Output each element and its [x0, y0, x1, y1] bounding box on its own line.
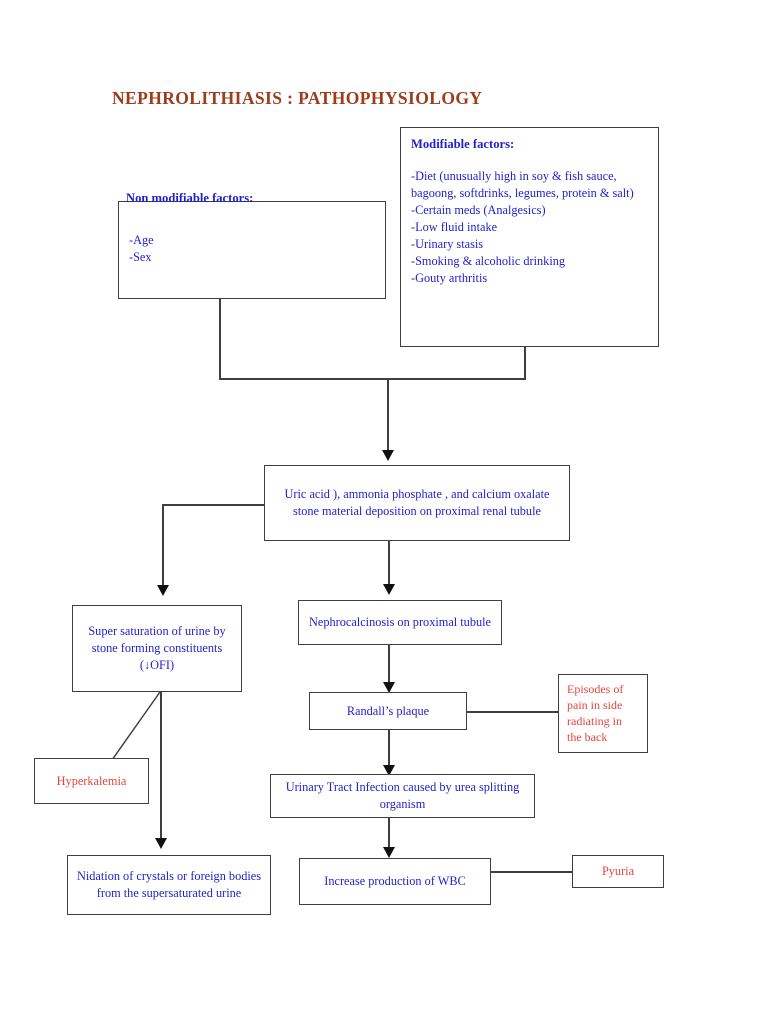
connector-randalls-down: [388, 730, 390, 766]
connector-deposition-left-drop: [162, 504, 164, 586]
connector-supersaturation-down: [160, 692, 162, 840]
node-nidation[interactable]: Nidation of crystals or foreign bodies f…: [67, 855, 271, 915]
node-increase-wbc[interactable]: Increase production of WBC: [299, 858, 491, 905]
connector-deposition-down: [388, 541, 390, 585]
node-supersaturation-label: Super saturation of urine by stone formi…: [88, 624, 226, 672]
node-randalls-plaque[interactable]: Randall’s plaque: [309, 692, 467, 730]
modifiable-item-2: -Low fluid intake: [411, 220, 498, 234]
connector-randalls-to-episodes: [467, 711, 558, 713]
connector-nephro-down: [388, 645, 390, 683]
modifiable-item-3: -Urinary stasis: [411, 237, 484, 251]
node-episodes-of-pain-label: Episodes of pain in side radiating in th…: [567, 682, 624, 744]
connector-mod-down: [524, 347, 526, 379]
node-modifiable-factors[interactable]: Modifiable factors: -Diet (unusually hig…: [400, 127, 659, 347]
node-randalls-plaque-label: Randall’s plaque: [346, 703, 430, 718]
node-deposition[interactable]: Uric acid ), ammonia phosphate , and cal…: [264, 465, 570, 541]
connector-merge-bar: [219, 378, 526, 380]
node-non-modifiable-factors[interactable]: -Age -Sex: [118, 201, 386, 299]
node-hyperkalemia-label: Hyperkalemia: [56, 773, 127, 788]
node-supersaturation[interactable]: Super saturation of urine by stone formi…: [72, 605, 242, 692]
modifiable-item-1: -Certain meds (Analgesics): [411, 203, 546, 217]
node-nephrocalcinosis-label: Nephrocalcinosis on proximal tubule: [308, 615, 492, 629]
arrow-to-randalls-plaque: [382, 682, 395, 693]
modifiable-item-5: -Gouty arthritis: [411, 271, 488, 285]
non-modifiable-heading: Non modifiable factors:: [126, 191, 254, 205]
node-hyperkalemia[interactable]: Hyperkalemia: [34, 758, 149, 804]
node-deposition-label: Uric acid ), ammonia phosphate , and cal…: [284, 487, 550, 518]
connector-wbc-to-pyuria: [491, 871, 572, 873]
non-modifiable-item-1: -Sex: [129, 250, 152, 264]
modifiable-item-4: -Smoking & alcoholic drinking: [411, 254, 566, 268]
page-title: NEPHROLITHIASIS : PATHOPHYSIOLOGY: [112, 88, 483, 108]
node-nidation-label: Nidation of crystals or foreign bodies f…: [76, 869, 262, 900]
node-uti[interactable]: Urinary Tract Infection caused by urea s…: [270, 774, 535, 818]
node-uti-label: Urinary Tract Infection caused by urea s…: [285, 780, 520, 811]
connector-deposition-left: [162, 504, 265, 506]
connector-supersaturation-to-hyperkalemia: [111, 691, 161, 761]
arrow-to-nephrocalcinosis: [382, 584, 395, 595]
modifiable-item-0: -Diet (unusually high in soy & fish sauc…: [411, 169, 634, 200]
arrow-to-increase-wbc: [382, 847, 395, 858]
node-nephrocalcinosis[interactable]: Nephrocalcinosis on proximal tubule: [298, 600, 502, 645]
arrow-to-uti: [382, 765, 395, 776]
arrow-to-nidation: [154, 838, 167, 849]
node-episodes-of-pain[interactable]: Episodes of pain in side radiating in th…: [558, 674, 648, 753]
node-pyuria[interactable]: Pyuria: [572, 855, 664, 888]
connector-nonmod-down: [219, 299, 221, 379]
non-modifiable-item-0: -Age: [129, 233, 154, 247]
arrow-to-deposition: [381, 450, 394, 461]
node-pyuria-label: Pyuria: [601, 864, 635, 878]
modifiable-heading: Modifiable factors:: [411, 137, 515, 151]
connector-uti-down: [388, 818, 390, 848]
node-increase-wbc-label: Increase production of WBC: [324, 874, 466, 888]
connector-merge-drop: [387, 378, 389, 454]
arrow-to-supersaturation: [156, 585, 169, 596]
